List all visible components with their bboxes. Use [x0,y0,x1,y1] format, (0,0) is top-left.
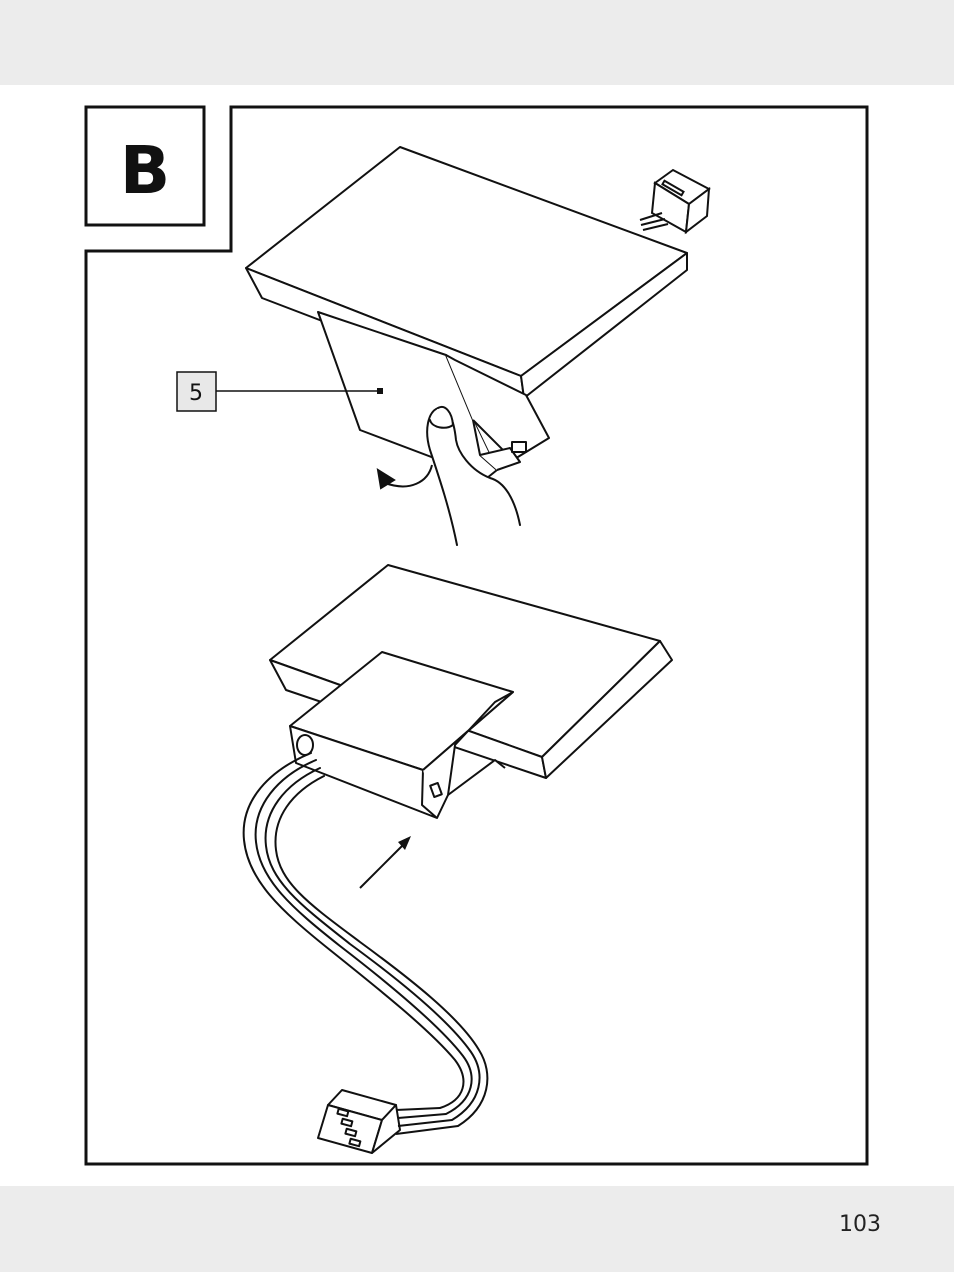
panel-letter: B [120,132,170,209]
callout-5-marker [377,388,383,394]
callout-5-label: 5 [189,381,203,406]
rotate-arrow-icon [378,465,432,488]
bottom-connector [318,1090,458,1153]
top-connector [640,170,709,232]
page-number: 103 [839,1212,881,1237]
wire-harness [244,753,488,1126]
device-top-view [246,147,687,398]
insert-arrow-icon [360,836,411,888]
